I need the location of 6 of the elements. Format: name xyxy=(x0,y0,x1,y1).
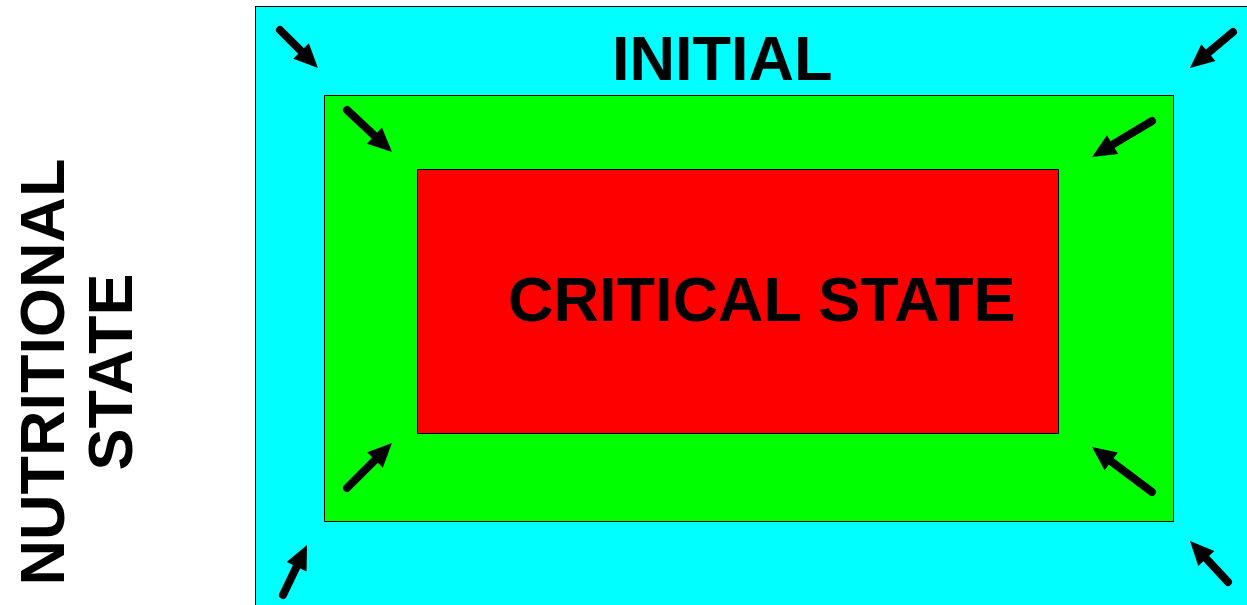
axis-label: NUTRITIONAL STATE xyxy=(8,157,144,588)
middle-region xyxy=(324,95,1174,522)
outer-region xyxy=(255,6,1247,605)
region-title: INITIAL xyxy=(612,27,833,90)
region-title: CRITICAL STATE xyxy=(508,268,1016,331)
inner-region xyxy=(417,169,1059,434)
